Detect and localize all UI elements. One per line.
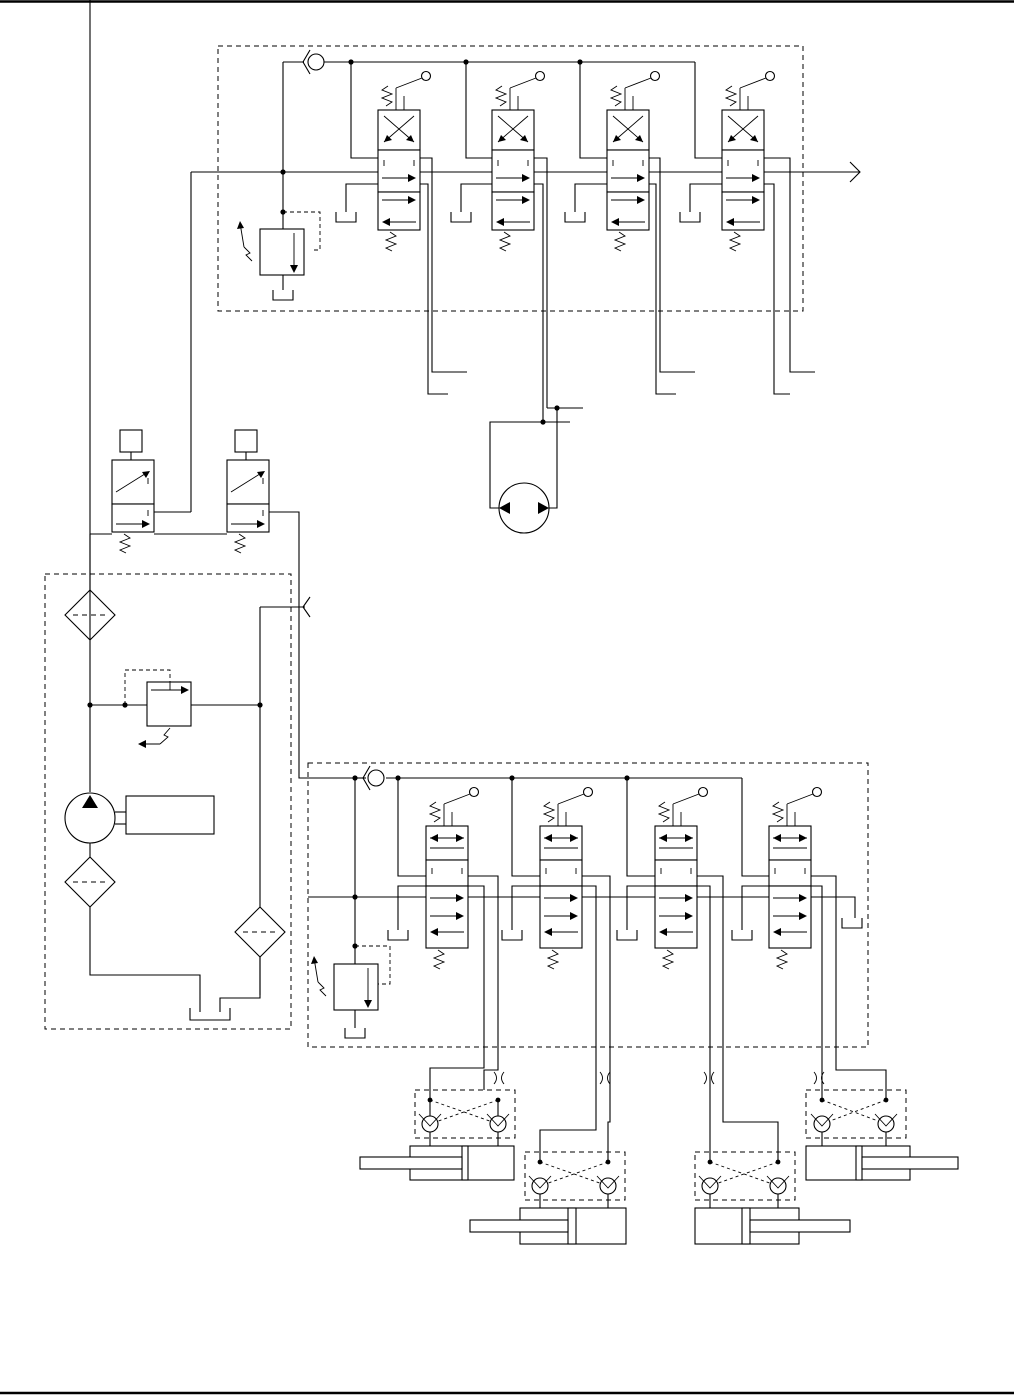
cylinder-1	[360, 1090, 515, 1180]
solenoid-valve-2	[227, 430, 269, 553]
hydraulic-motor	[490, 405, 583, 533]
pressure-reducing-valve	[125, 670, 191, 748]
lower-valve-block	[308, 763, 886, 1160]
upper-valve-block	[191, 46, 860, 512]
solenoid-valve-1	[112, 430, 154, 553]
lower-valve-2	[502, 778, 610, 1160]
filter-3	[235, 907, 285, 957]
upper-valve-2	[451, 62, 547, 422]
electric-motor	[126, 796, 214, 834]
lower-valve-3	[617, 778, 778, 1160]
upper-valve-4	[680, 62, 815, 394]
upper-valve-1	[336, 62, 467, 394]
lower-valve-1	[388, 778, 498, 1100]
lower-relief-valve	[311, 946, 390, 1038]
pump	[65, 793, 126, 843]
lower-valve-4	[732, 778, 886, 1100]
filter-2	[65, 857, 115, 907]
upper-check-valve	[303, 50, 324, 74]
tank	[190, 1008, 230, 1020]
orifices	[494, 1072, 824, 1084]
upper-relief-valve	[237, 212, 320, 300]
power-unit	[45, 0, 310, 1029]
upper-valve-3	[565, 62, 695, 394]
cylinder-4	[806, 1090, 958, 1180]
lower-check-valve	[363, 766, 384, 790]
